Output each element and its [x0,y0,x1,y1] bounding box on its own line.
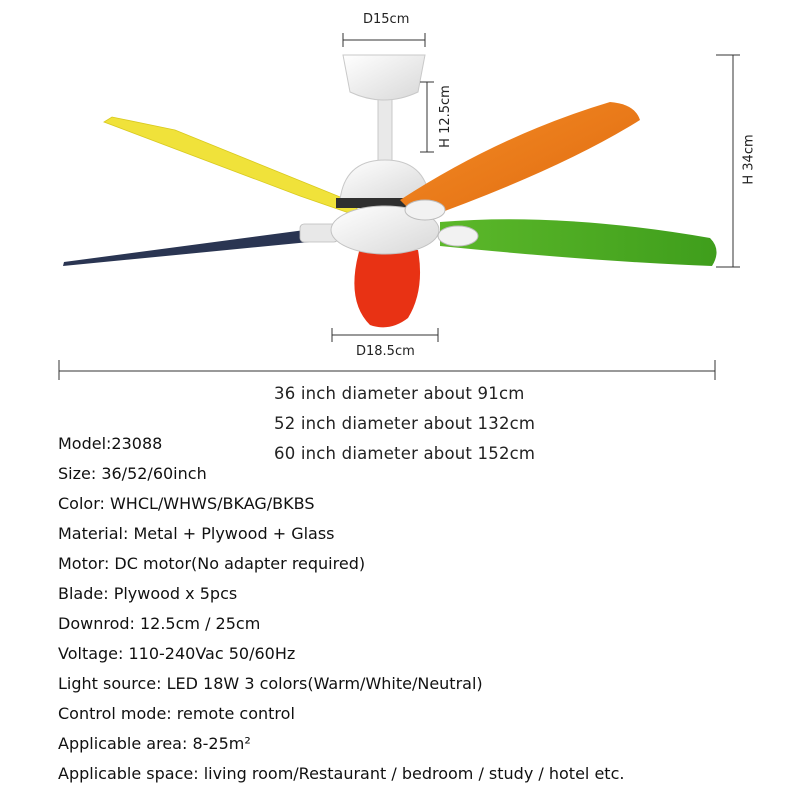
fan-blade-green [440,219,717,266]
spec-voltage: Voltage: 110-240Vac 50/60Hz [58,644,296,663]
dim-top-diameter: D15cm [363,12,410,27]
dimension-lines [58,33,740,380]
spec-blade: Blade: Plywood x 5pcs [58,584,238,603]
spec-light-source: Light source: LED 18W 3 colors(Warm/Whit… [58,674,483,693]
spec-material: Material: Metal + Plywood + Glass [58,524,335,543]
diameter-52: 52 inch diameter about 132cm [274,414,536,433]
fan-blade-orange [400,102,640,220]
ceiling-fan-illustration [58,33,740,380]
blade-bracket-orange [404,199,446,221]
fan-blade-dark [63,226,335,266]
diameter-36: 36 inch diameter about 91cm [274,384,525,403]
motor-band [336,198,436,208]
blade-bracket-green [437,225,479,247]
spec-applicable-area: Applicable area: 8-25m² [58,734,251,753]
fan-blade-red [354,248,421,328]
spec-motor: Motor: DC motor(No adapter required) [58,554,366,573]
spec-color: Color: WHCL/WHWS/BKAG/BKBS [58,494,315,513]
fan-blade-yellow [103,116,361,215]
diameter-60: 60 inch diameter about 152cm [274,444,536,463]
spec-model: Model:23088 [58,434,163,453]
dim-downrod-height: H 12.5cm [437,85,453,148]
spec-downrod: Downrod: 12.5cm / 25cm [58,614,261,633]
spec-size: Size: 36/52/60inch [58,464,207,483]
dim-total-height: H 34cm [741,134,757,185]
dim-light-diameter: D18.5cm [356,344,415,359]
canopy [342,54,426,101]
spec-control-mode: Control mode: remote control [58,704,295,723]
spec-applicable-space: Applicable space: living room/Restaurant… [58,764,625,783]
